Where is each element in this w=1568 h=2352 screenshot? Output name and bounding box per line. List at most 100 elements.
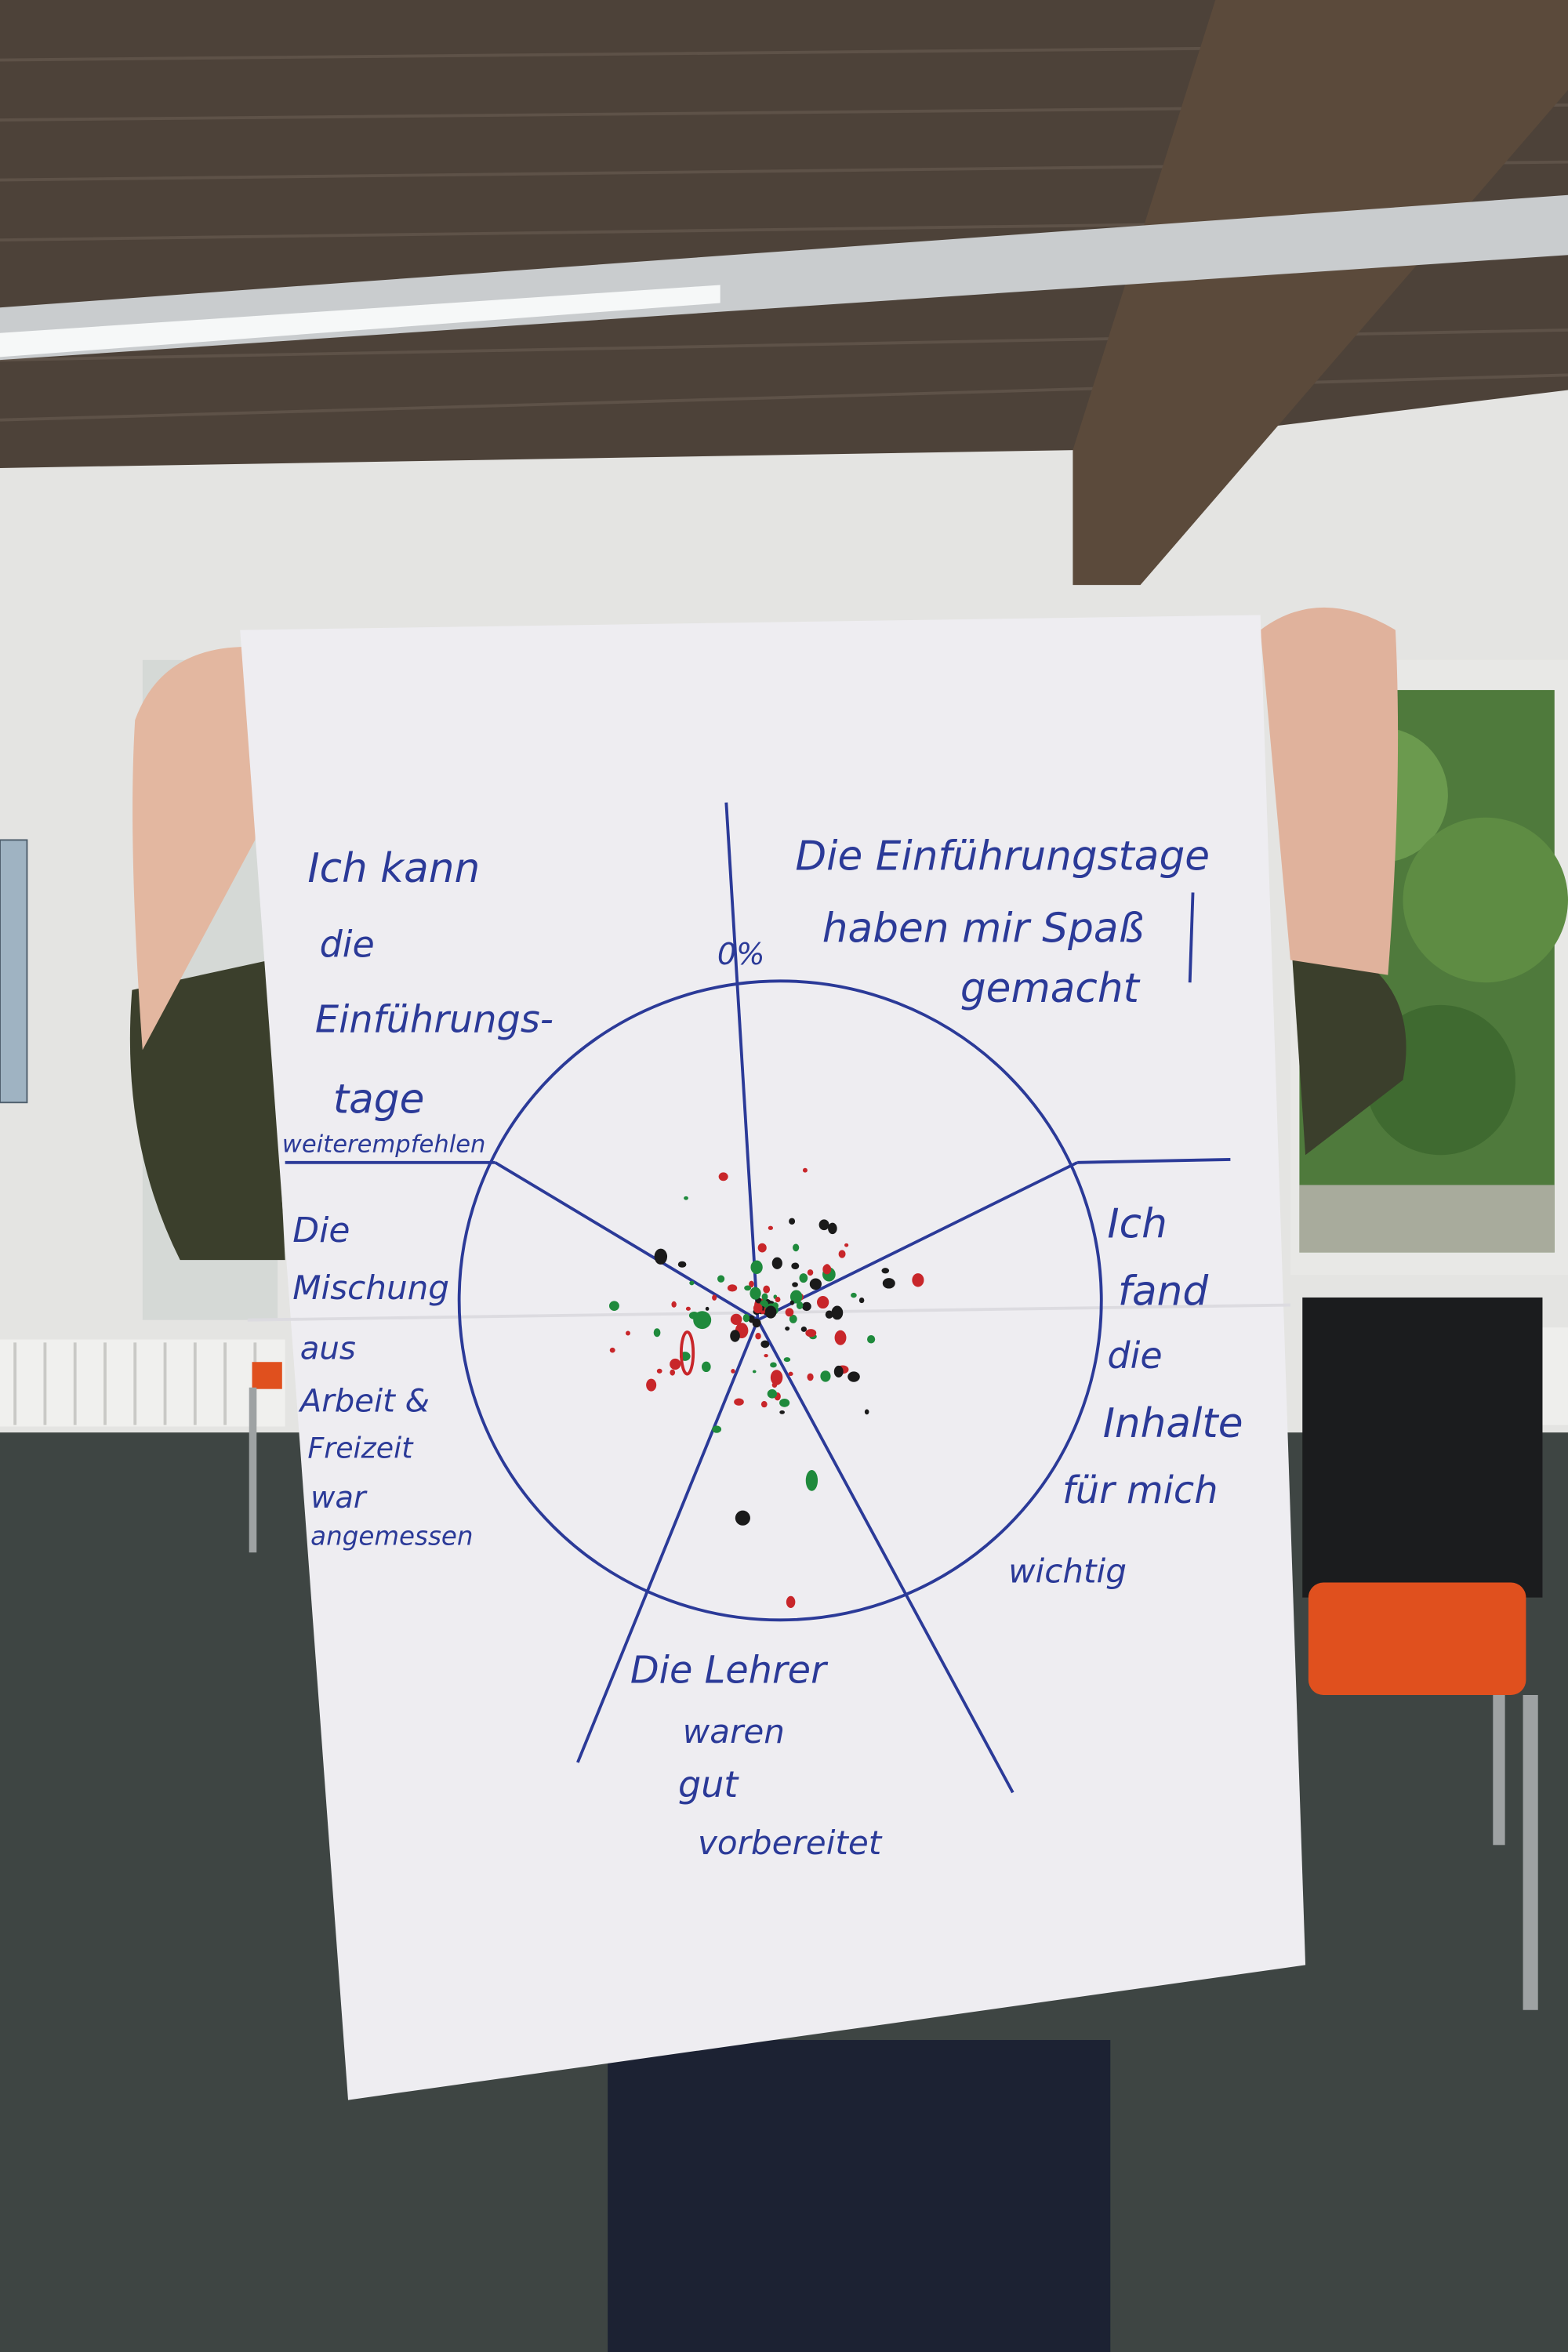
vote-dot bbox=[685, 1306, 691, 1311]
svg-text:aus: aus bbox=[300, 1330, 356, 1367]
segment-label-content: Ich fand die Inhalte für mich wichtig bbox=[1008, 1200, 1243, 1590]
svg-text:war: war bbox=[310, 1480, 368, 1515]
bracket-line bbox=[1188, 892, 1195, 983]
vote-dot bbox=[844, 1243, 849, 1247]
orange-chair-left bbox=[252, 1362, 282, 1389]
left-arm-sleeve bbox=[129, 960, 285, 1261]
vote-dot bbox=[775, 1297, 781, 1302]
vote-dot bbox=[753, 1303, 763, 1314]
svg-text:die: die bbox=[320, 924, 375, 966]
svg-text:wichtig: wichtig bbox=[1008, 1552, 1127, 1591]
vote-dot bbox=[727, 1284, 738, 1292]
svg-text:Die Lehrer: Die Lehrer bbox=[630, 1650, 829, 1693]
vote-dot bbox=[735, 1510, 750, 1526]
vote-dot bbox=[749, 1280, 754, 1288]
vote-dot bbox=[809, 1278, 822, 1290]
vote-dot bbox=[609, 1347, 615, 1353]
svg-text:gut: gut bbox=[678, 1763, 739, 1806]
vote-dot bbox=[881, 1268, 890, 1274]
vote-dot bbox=[656, 1368, 662, 1374]
vote-dot bbox=[760, 1340, 770, 1348]
vote-dot bbox=[718, 1172, 728, 1181]
vote-dot bbox=[792, 1282, 798, 1287]
vote-dot bbox=[670, 1358, 681, 1370]
target-circle bbox=[457, 979, 1103, 1622]
vote-dot bbox=[785, 1326, 790, 1331]
flipchart-paper bbox=[240, 615, 1306, 2100]
svg-text:Ich: Ich bbox=[1107, 1200, 1167, 1247]
segment-label-recommend: Ich kann die Einführungs- tage weiteremp… bbox=[282, 845, 554, 1158]
segment-label-fun: Die Einführungstage haben mir Spaß gemac… bbox=[795, 833, 1210, 1012]
vote-dot bbox=[807, 1269, 814, 1276]
svg-text:Die Einführungstage: Die Einführungstage bbox=[795, 833, 1210, 880]
vote-dot bbox=[750, 1260, 763, 1275]
divider-bottom-right bbox=[756, 1319, 1014, 1794]
svg-text:die: die bbox=[1107, 1334, 1162, 1377]
svg-text:haben mir Spaß: haben mir Spaß bbox=[822, 906, 1144, 953]
vote-dot bbox=[799, 1273, 808, 1283]
vote-dot bbox=[807, 1373, 814, 1381]
wall-picture bbox=[0, 839, 28, 1104]
vote-dot bbox=[760, 1310, 765, 1315]
vote-dot bbox=[734, 1398, 744, 1406]
vote-dot bbox=[701, 1361, 711, 1373]
vote-dot bbox=[763, 1285, 771, 1294]
right-hand bbox=[1260, 607, 1399, 975]
black-bag bbox=[1302, 1297, 1543, 1598]
vote-dot bbox=[770, 1370, 783, 1385]
vote-dot bbox=[785, 1308, 794, 1317]
segment-label-teachers: Die Lehrer waren gut vorbereitet bbox=[630, 1650, 883, 1862]
vote-dot bbox=[742, 1313, 750, 1323]
vote-dot bbox=[828, 1222, 837, 1235]
divider-right bbox=[757, 1161, 1079, 1322]
vote-dot bbox=[800, 1327, 808, 1332]
vote-dot bbox=[864, 1409, 869, 1415]
vote-dot bbox=[752, 1318, 761, 1328]
svg-text:gemacht: gemacht bbox=[960, 965, 1141, 1012]
vote-dot bbox=[805, 1329, 817, 1338]
vote-dot bbox=[750, 1287, 761, 1300]
vote-dot bbox=[833, 1365, 844, 1377]
radiator-left bbox=[0, 1339, 285, 1427]
svg-text:waren: waren bbox=[683, 1712, 785, 1751]
svg-text:Ich kann: Ich kann bbox=[307, 845, 480, 892]
vote-dot bbox=[834, 1330, 847, 1345]
left-hand bbox=[132, 647, 270, 1051]
vote-dot bbox=[744, 1285, 752, 1291]
vote-dot bbox=[768, 1225, 773, 1230]
svg-text:Freizeit: Freizeit bbox=[307, 1432, 414, 1465]
vote-dot bbox=[882, 1278, 895, 1289]
svg-text:Inhalte: Inhalte bbox=[1103, 1400, 1243, 1447]
vote-dot bbox=[712, 1425, 722, 1433]
vote-dot bbox=[851, 1292, 857, 1298]
vote-dot bbox=[760, 1401, 768, 1408]
roof-beam bbox=[1073, 0, 1568, 586]
vote-dot bbox=[626, 1330, 630, 1336]
vote-dot bbox=[801, 1301, 811, 1312]
target-diagram bbox=[285, 802, 1231, 1794]
vote-dot bbox=[825, 1310, 833, 1319]
vote-dot bbox=[677, 1261, 687, 1268]
vote-dot bbox=[820, 1370, 831, 1382]
vote-dot bbox=[717, 1275, 725, 1283]
vote-dot bbox=[789, 1218, 796, 1225]
vote-dots bbox=[608, 1167, 924, 1609]
vote-dot bbox=[818, 1219, 829, 1231]
vote-dot bbox=[816, 1295, 829, 1309]
vote-dot bbox=[767, 1389, 778, 1399]
svg-text:vorbereitet: vorbereitet bbox=[698, 1824, 883, 1862]
zero-percent-label: 0% bbox=[717, 937, 765, 972]
orange-chair-seat bbox=[1308, 1582, 1526, 1695]
svg-text:für mich: für mich bbox=[1062, 1469, 1218, 1512]
divider-top bbox=[724, 802, 760, 1320]
vote-dot bbox=[608, 1301, 619, 1311]
vote-dot bbox=[791, 1262, 800, 1270]
vote-dot bbox=[838, 1250, 846, 1258]
vote-dot bbox=[822, 1264, 832, 1275]
svg-text:angemessen: angemessen bbox=[310, 1522, 473, 1552]
vote-dot bbox=[783, 1357, 791, 1363]
right-arm-sleeve bbox=[1290, 930, 1406, 1156]
vote-dot bbox=[802, 1167, 808, 1173]
vote-dot bbox=[788, 1371, 793, 1377]
